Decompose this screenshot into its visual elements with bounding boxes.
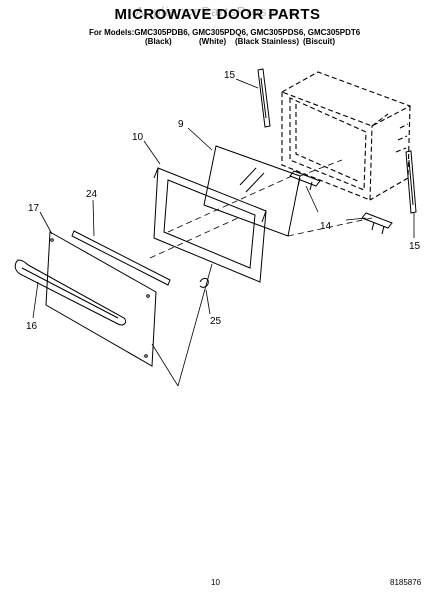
- watermark-text: AppliancePartsPros.com: [135, 4, 300, 19]
- microwave-cabinet-outline: [280, 71, 412, 201]
- page-number: 10: [211, 578, 220, 587]
- hinge-bracket-lower: [361, 212, 393, 235]
- finish-label-black: (Black): [145, 37, 172, 46]
- callout-9: 9: [178, 119, 184, 130]
- leader-lines: [32, 78, 415, 319]
- hinge-strip-right: [405, 150, 417, 214]
- door-handle: [14, 259, 127, 326]
- door-alignment-lines: [151, 263, 213, 387]
- callout-10: 10: [132, 132, 144, 143]
- alignment-lines: [149, 159, 373, 259]
- door-frame: [153, 167, 267, 283]
- callout-15-top: 15: [224, 70, 236, 81]
- callout-15-right: 15: [409, 241, 421, 252]
- finish-label-black-stainless: (Black Stainless): [235, 37, 300, 46]
- finish-label-biscuit: (Biscuit): [303, 37, 335, 46]
- glass-panel: [203, 145, 301, 237]
- callout-16: 16: [26, 321, 38, 332]
- callout-14: 14: [320, 221, 332, 232]
- callout-17: 17: [28, 203, 40, 214]
- page-title: MICROWAVE DOOR PARTS: [114, 6, 321, 23]
- models-line: For Models:GMC305PDB6, GMC305PDQ6, GMC30…: [89, 28, 361, 37]
- finish-label-white: (White): [199, 37, 227, 46]
- clip-part: [199, 277, 209, 288]
- gasket-strip: [71, 230, 171, 286]
- hinge-strip-top: [257, 68, 271, 128]
- callout-24: 24: [86, 189, 98, 200]
- door-panel: [45, 231, 157, 367]
- document-part-number: 8185876: [390, 578, 422, 587]
- callout-25: 25: [210, 316, 222, 327]
